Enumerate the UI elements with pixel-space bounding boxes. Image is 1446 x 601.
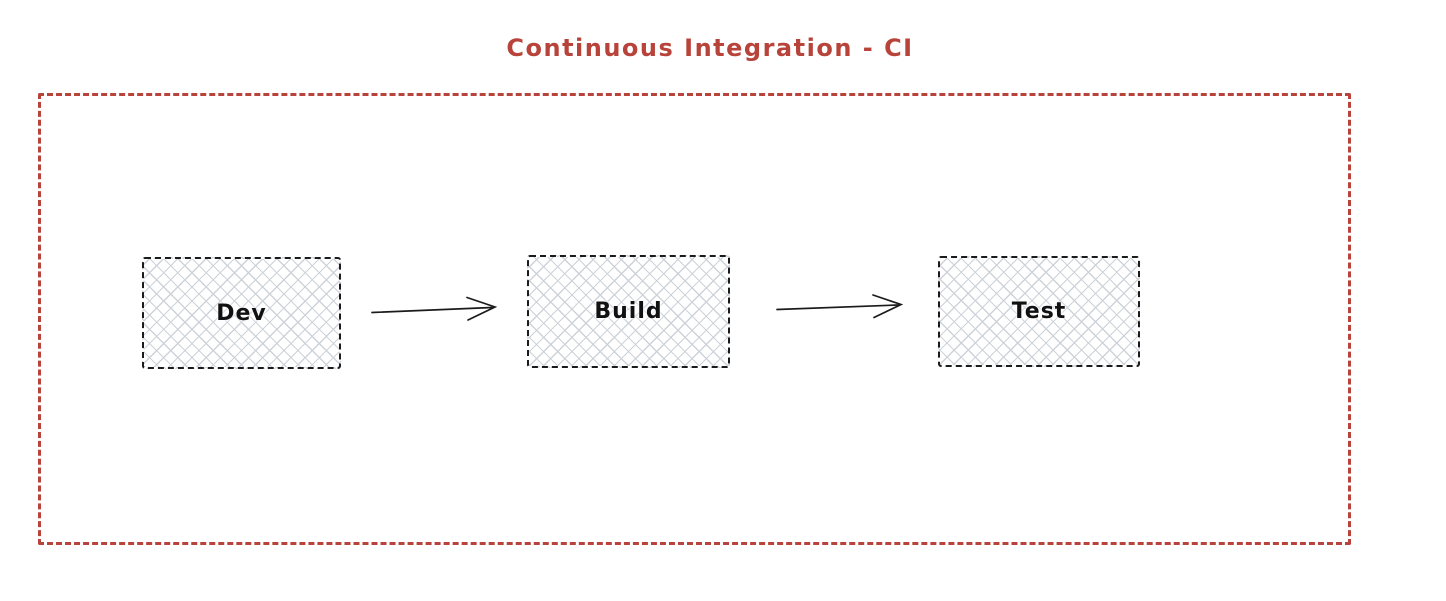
node-test: Test xyxy=(938,256,1140,367)
node-dev-label: Dev xyxy=(216,300,267,326)
diagram-title: Continuous Integration - CI xyxy=(506,34,914,62)
node-build-label: Build xyxy=(594,299,663,324)
node-dev: Dev xyxy=(142,257,341,369)
arrow-dev-build-icon xyxy=(371,296,498,321)
node-build: Build xyxy=(527,255,730,368)
ci-boundary-frame xyxy=(38,93,1351,545)
arrow-build-test-icon xyxy=(776,294,904,319)
node-test-label: Test xyxy=(1011,299,1067,324)
